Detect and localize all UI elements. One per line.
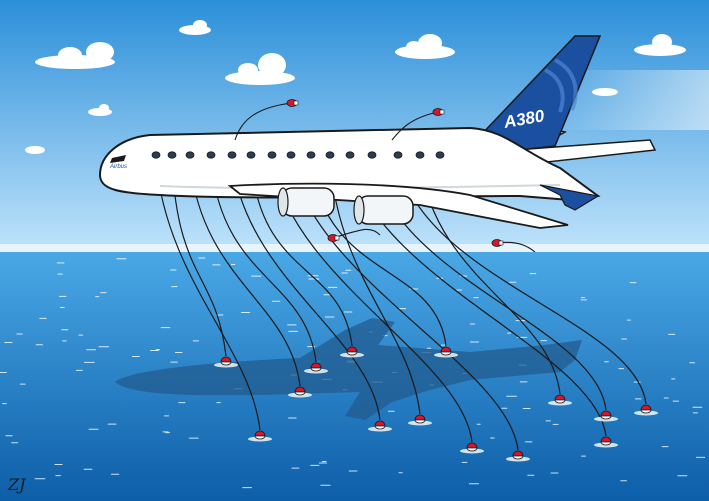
cloud [179,20,211,35]
tail-underside [539,184,600,211]
fishing-float [340,346,364,358]
fishing-line [329,159,421,415]
engine-left [277,187,335,217]
plane-shadow [115,318,582,420]
cloud [395,34,455,59]
window [167,151,177,159]
fishing-float [304,362,328,374]
fishing-float [594,410,618,422]
clouds [25,20,686,154]
window [325,151,335,159]
window [206,151,216,159]
sea-floats [214,346,658,462]
window [367,151,377,159]
fishing-float [460,442,484,454]
fishing-float [288,386,312,398]
flying-float [491,239,504,247]
fishing-float [548,394,572,406]
window [267,151,277,159]
loose-line [391,111,439,141]
speed-lines [560,70,709,130]
window [435,151,445,159]
fishing-line [189,159,301,387]
fishing-float [434,346,458,358]
cloud [88,104,112,116]
tail-arcs [544,58,578,113]
fuselage [98,126,601,202]
fishing-float [408,414,432,426]
cloud [25,146,45,154]
fishing-float [248,430,272,442]
fishing-float [214,356,238,368]
window [415,151,425,159]
fishing-float [368,420,392,432]
fishing-float [506,450,530,462]
fishing-line [155,159,261,431]
nose-logo: Airbus [109,164,127,170]
fishing-float [594,436,618,448]
window [393,151,403,159]
fishing-float [634,404,658,416]
airplane: Airbus A380 [98,35,657,229]
window [246,151,256,159]
cloud [634,34,686,56]
window [185,151,195,159]
fishing-line [171,159,227,357]
loose-line [234,102,293,141]
window [345,151,355,159]
window [286,151,296,159]
flying-float [432,108,445,116]
fishing-line [250,159,353,347]
flying-float [286,99,299,107]
engine-right [353,195,414,225]
cloud [35,42,115,69]
cloud [225,53,295,85]
artist-signature: ZJ [7,475,27,494]
fishing-line [210,159,317,363]
flying-float [327,234,340,242]
sea-waves [0,257,706,489]
fishing-line [231,159,381,421]
air-floats [234,99,536,253]
window [227,151,237,159]
window [151,151,161,159]
window [306,151,316,159]
passenger-windows [151,151,445,159]
cockpit-window [110,155,126,163]
